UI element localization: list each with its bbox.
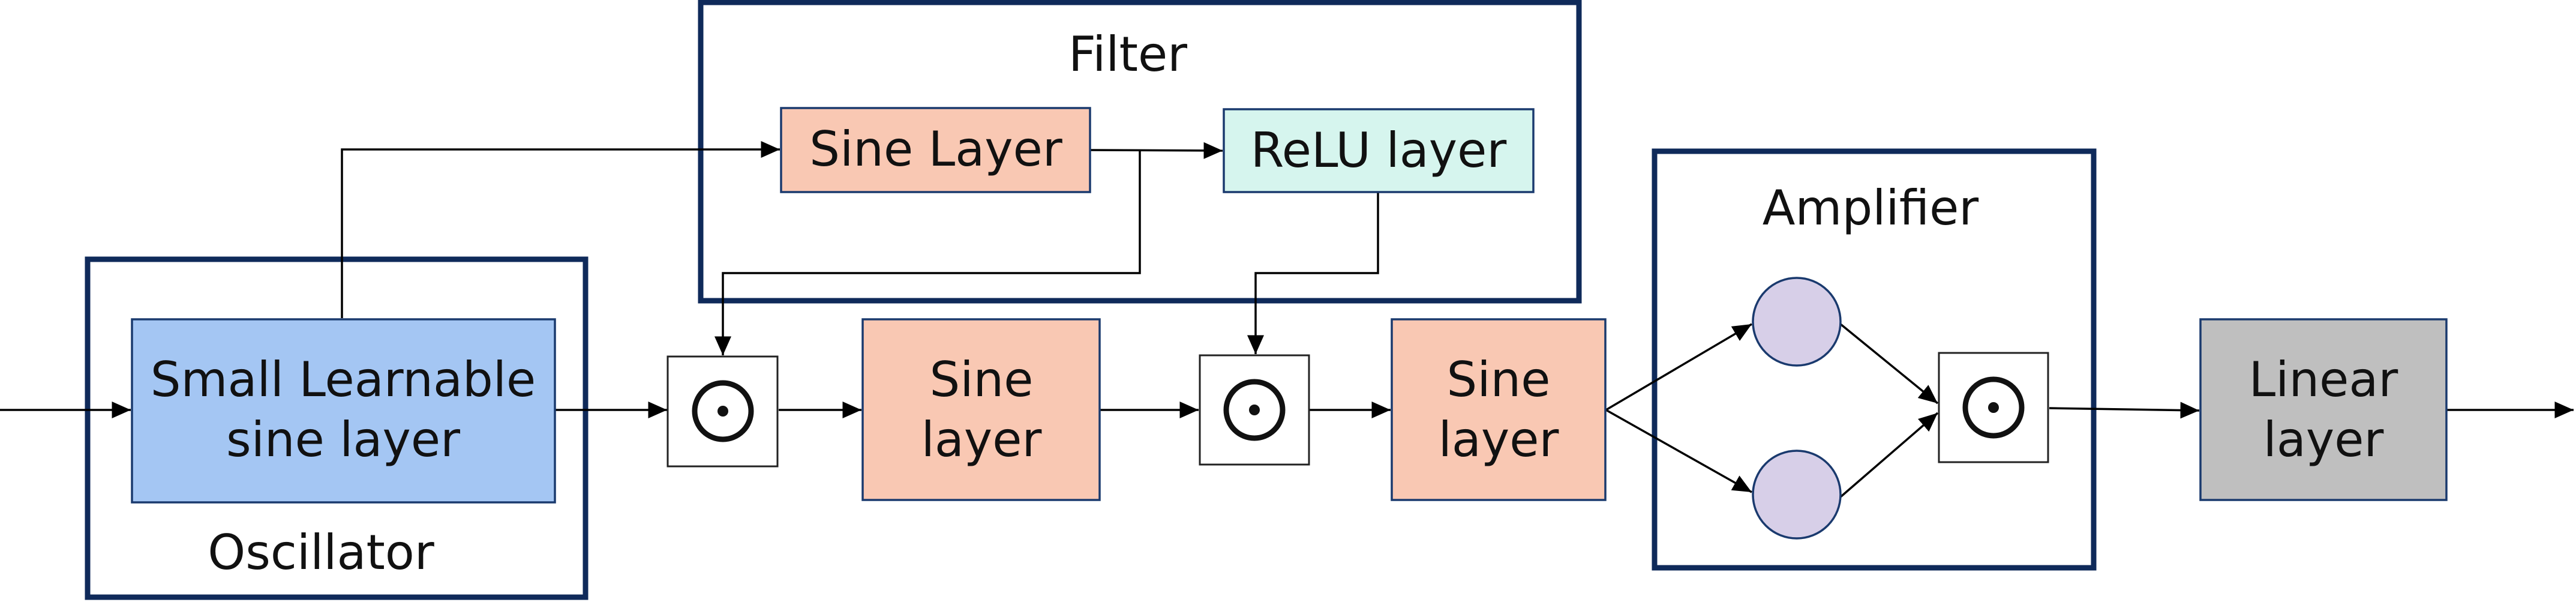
mult3-to-linear-arrow [2049, 402, 2200, 419]
sine2-to-neuron-top-arrow [1605, 323, 1752, 411]
sine-layer-1-block: Sine layer [861, 318, 1101, 501]
neuron-top-to-mult3-arrow [1839, 323, 1939, 405]
amplifier-frame [1652, 148, 2097, 571]
relu-box [1223, 108, 1535, 193]
relu-label: ReLU layer [1251, 122, 1507, 178]
linear-layer-block: Linear layer [2199, 318, 2448, 501]
sine-layer-1-line-2: layer [921, 412, 1042, 468]
filter-label: Filter [1068, 26, 1187, 82]
linear-layer-box [2199, 318, 2448, 501]
small-sine-line-2: sine layer [226, 412, 460, 468]
oscillator-label: Oscillator [208, 525, 434, 580]
small-learnable-sine-box [131, 318, 556, 504]
sine-layer-1-box [861, 318, 1101, 501]
oscillator-group: Oscillator [85, 256, 589, 600]
connections [0, 141, 2574, 498]
relu-block: ReLU layer [1223, 108, 1535, 193]
oscillator-frame [85, 256, 589, 600]
filter-sine-to-relu-arrow [1088, 142, 1223, 159]
multiply-operator-3 [1938, 352, 2049, 463]
linear-layer-line-1: Linear [2249, 352, 2398, 408]
multiply-operator-2 [1199, 354, 1310, 466]
hadamard-dot-icon [1988, 402, 1999, 413]
filter-group: Filter [698, 0, 1582, 304]
relu-to-mult2-arrow [1247, 192, 1379, 354]
hadamard-icon [1223, 379, 1286, 441]
filter-sine-to-mult1-arrow [714, 150, 1141, 355]
amplifier-neuron-top [1752, 277, 1842, 367]
filter-sine-box [780, 107, 1091, 193]
small-learnable-sine-block: Small Learnable sine layer [131, 318, 556, 504]
neuron-bottom-to-mult3-arrow [1839, 412, 1939, 498]
sine2-to-neuron-bottom-arrow [1605, 409, 1752, 493]
hadamard-icon [692, 380, 754, 442]
filter-frame [698, 0, 1582, 304]
sine-layer-1-line-1: Sine [930, 352, 1034, 408]
hadamard-icon [1962, 376, 2025, 439]
sine-layer-2-line-2: layer [1439, 412, 1559, 468]
skip-to-filter-sine-arrow [341, 141, 780, 318]
filter-sine-block: Sine Layer [780, 107, 1091, 193]
linear-layer-line-2: layer [2263, 412, 2384, 468]
filter-sine-label: Sine Layer [809, 121, 1062, 177]
sine-layer-2-block: Sine layer [1391, 318, 1607, 501]
sine-layer-2-line-1: Sine [1447, 352, 1551, 408]
amplifier-neuron-bottom [1752, 450, 1842, 540]
multiply-operator-1 [666, 355, 779, 468]
sine-layer-2-box [1391, 318, 1607, 501]
hadamard-dot-icon [717, 406, 728, 417]
small-sine-line-1: Small Learnable [151, 352, 536, 408]
hadamard-dot-icon [1249, 405, 1260, 415]
amplifier-group: Amplifier [1652, 148, 2097, 571]
amplifier-label: Amplifier [1763, 180, 1979, 236]
